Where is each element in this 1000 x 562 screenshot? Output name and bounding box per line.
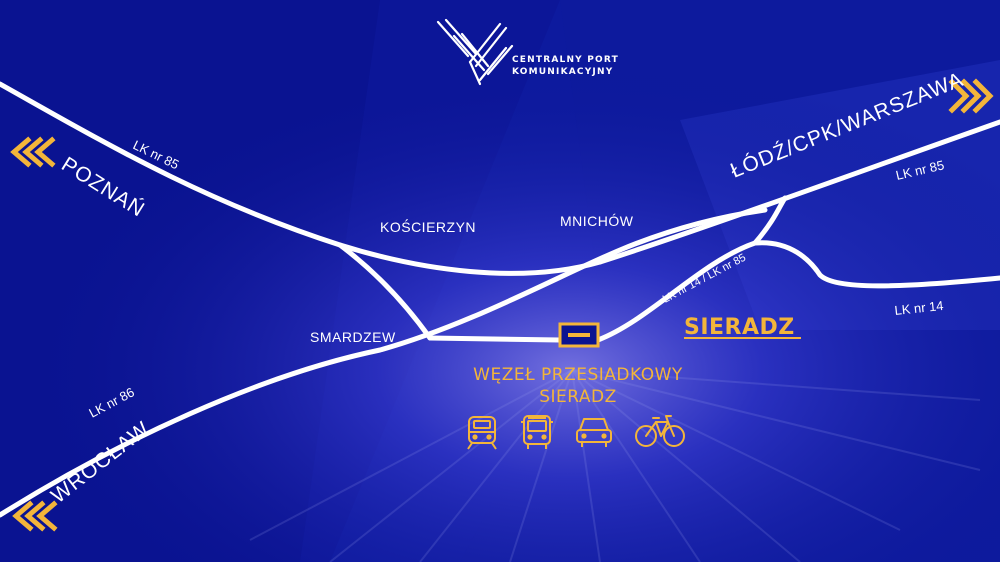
logo-text-line1: CENTRALNY PORT [512, 55, 619, 65]
line-hub [427, 335, 563, 343]
place-smardzew: SMARDZEW [310, 329, 396, 345]
railway-lines [0, 81, 1000, 518]
line-lk86 [0, 207, 768, 518]
line-label-lk14: LK nr 14 [894, 298, 944, 318]
hub-station-marker [558, 322, 600, 348]
logo-text-line2: KOMUNIKACYJNY [512, 67, 613, 77]
train-icon [467, 416, 497, 450]
arrow-wroclaw-icon [12, 500, 58, 532]
city-label-sieradz: SIERADZ [684, 315, 795, 340]
line-lk85-west [0, 81, 603, 276]
curve-smardzew [337, 242, 433, 341]
hub-title-line2: SIERADZ [539, 387, 617, 407]
car-icon [576, 418, 612, 447]
line-lk14-85 [595, 195, 788, 343]
bus-icon [521, 415, 553, 449]
line-lk14 [752, 240, 1000, 289]
hub-title-line1: WĘZEŁ PRZESIADKOWY [473, 365, 683, 385]
arrow-poznan-icon [10, 136, 56, 168]
place-koscierzyn: KOŚCIERZYN [380, 218, 476, 235]
cpk-logo-mark [436, 18, 514, 86]
arrow-lodz-icon [948, 78, 994, 114]
place-mnichow: MNICHÓW [560, 213, 634, 229]
bicycle-icon [635, 415, 685, 447]
cpk-logo: CENTRALNY PORT KOMUNIKACYJNY [436, 18, 619, 86]
